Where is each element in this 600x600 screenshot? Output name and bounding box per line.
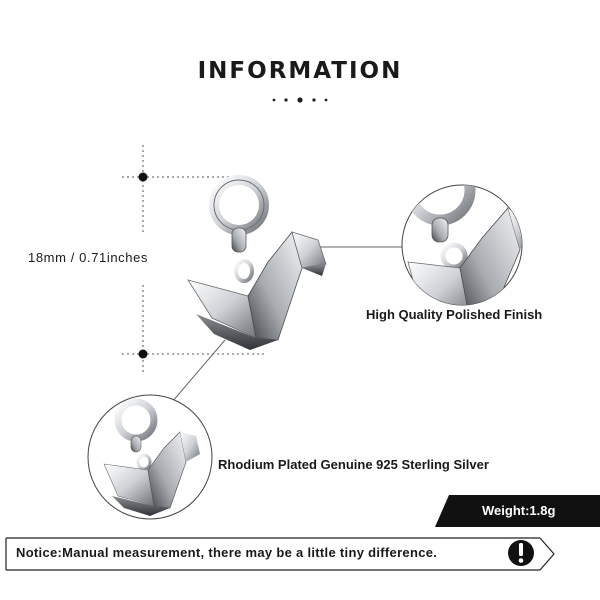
dimension-marker-bottom	[138, 349, 148, 359]
feature-polish-label: High Quality Polished Finish	[366, 307, 543, 322]
dimension-marker-top	[138, 172, 148, 182]
weight-badge	[435, 495, 600, 527]
feature-material-label: Rhodium Plated Genuine 925 Sterling Silv…	[218, 457, 489, 472]
title-divider-dots	[272, 97, 328, 103]
callout-line-material	[171, 339, 226, 403]
charm-detail-material	[103, 398, 200, 516]
notice-bar	[5, 537, 555, 571]
weight-label: Weight:1.8g	[482, 503, 556, 518]
charm-main	[187, 175, 327, 350]
notice-text: Notice:Manual measurement, there may be …	[16, 545, 438, 560]
page-title: INFORMATION	[197, 58, 403, 84]
dimension-label: 18mm / 0.71inches	[28, 250, 149, 265]
